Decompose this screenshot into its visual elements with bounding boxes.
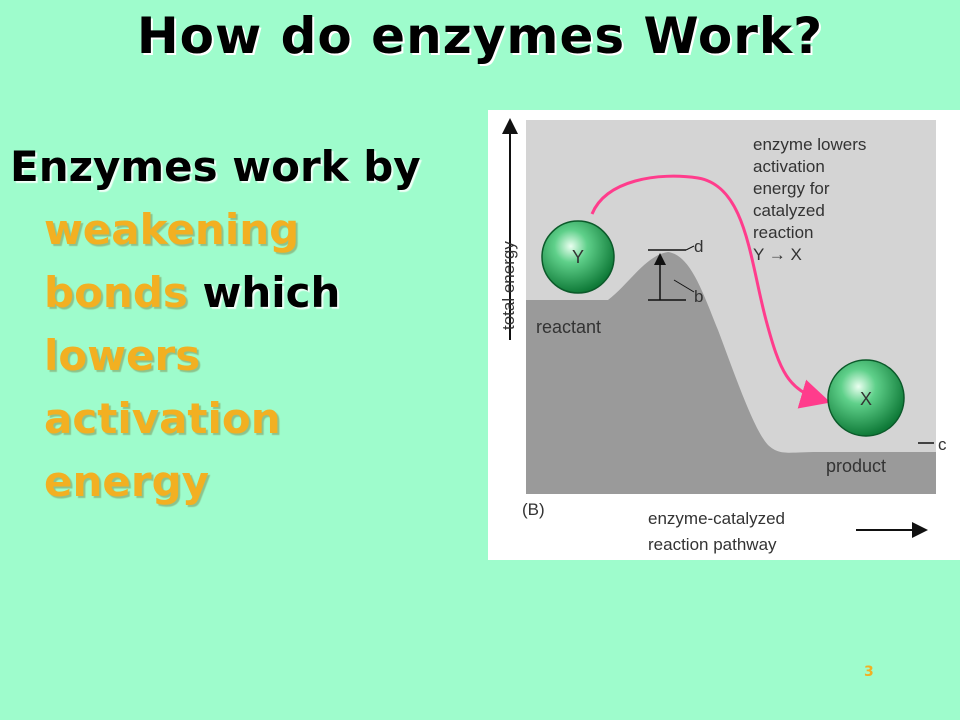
body-text: Enzymes work by weakening bonds which lo… — [10, 135, 470, 513]
energy-profile — [526, 252, 936, 494]
product-label: product — [826, 456, 886, 476]
product-molecule-x — [827, 359, 905, 437]
highlight-weakening: weakening — [44, 205, 300, 254]
energy-diagram-svg: total energy d b Y X c reactant product … — [499, 118, 947, 554]
body-line-1: Enzymes work by — [10, 142, 421, 191]
label-d-leader — [685, 245, 695, 251]
highlight-energy: energy — [44, 457, 210, 506]
molecule-x-label: X — [860, 389, 872, 409]
highlight-bonds: bonds — [44, 268, 188, 317]
annotation-line-5: reaction — [753, 223, 813, 242]
label-b-leader — [673, 279, 695, 293]
molecule-y-label: Y — [572, 247, 584, 267]
catalyzed-reaction-arrow — [590, 174, 831, 409]
slide-title: How do enzymes Work? — [136, 7, 824, 65]
y-axis-label: total energy — [499, 241, 518, 330]
energy-diagram-figure: total energy d b Y X c reactant product … — [488, 110, 960, 560]
highlight-activation: activation — [44, 394, 281, 443]
annotation-line-2: activation — [753, 157, 825, 176]
highlight-lowers: lowers — [44, 331, 201, 380]
body-which: which — [187, 268, 341, 317]
label-d: d — [694, 237, 703, 256]
x-axis-label-line-1: enzyme-catalyzed — [648, 509, 785, 528]
annotation-line-1: enzyme lowers — [753, 135, 866, 154]
reactant-molecule-y — [541, 220, 615, 294]
annotation-line-6: Y → X — [753, 245, 802, 264]
label-c: c — [938, 435, 947, 454]
x-axis-label-line-2: reaction pathway — [648, 535, 777, 554]
annotation-line-3: energy for — [753, 179, 830, 198]
page-number: 3 — [864, 664, 874, 680]
panel-label: (B) — [522, 500, 545, 519]
label-b: b — [694, 287, 703, 306]
reactant-label: reactant — [536, 317, 601, 337]
body-indent-block: weakening bonds which lowers activation … — [10, 198, 470, 513]
annotation-line-4: catalyzed — [753, 201, 825, 220]
